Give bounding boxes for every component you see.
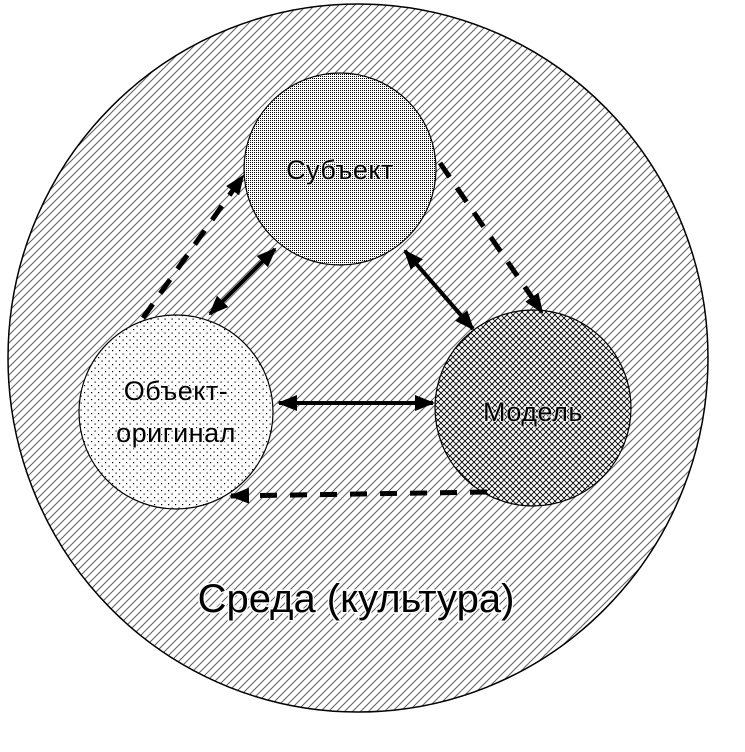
object-original-label-line2: оригинал bbox=[116, 418, 236, 448]
object-original-label-line1: Объект- bbox=[124, 376, 228, 406]
model-node-label: Модель bbox=[483, 397, 583, 427]
solid-arrow-subject-model bbox=[403, 249, 475, 331]
environment-label: Среда (культура) bbox=[198, 577, 515, 621]
subject-node bbox=[243, 72, 437, 266]
dashed-arrow-model-to-object bbox=[229, 487, 488, 504]
environment-circle bbox=[7, 3, 709, 713]
object-original-node bbox=[78, 314, 274, 510]
dashed-arrow-subject-to-model bbox=[437, 161, 545, 314]
subject-node-label: Субъект bbox=[286, 155, 394, 185]
solid-arrow-subject-object bbox=[208, 247, 277, 316]
